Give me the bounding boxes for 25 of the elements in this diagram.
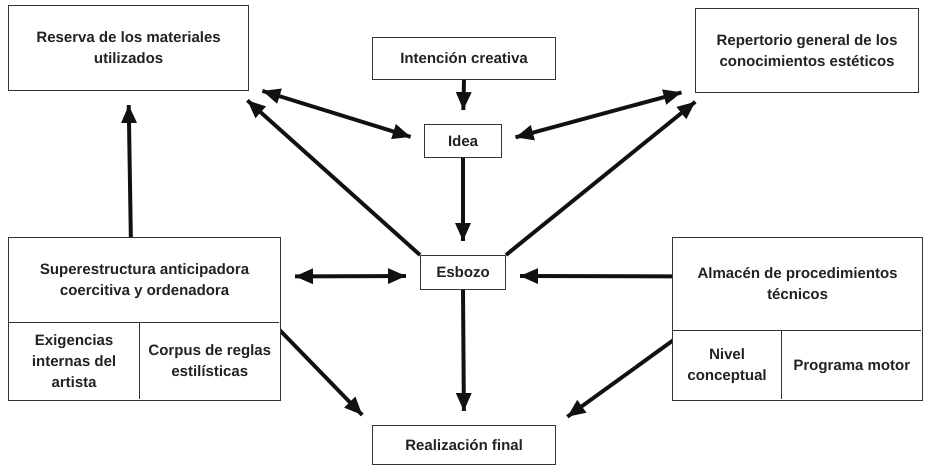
sub-box: Corpus de reglas estilísticas	[139, 322, 280, 400]
box-heading: Almacén de procedimientos técnicos	[696, 264, 899, 305]
sub-box: Nivel conceptual	[673, 330, 781, 400]
sub-box: Programa motor	[781, 330, 922, 400]
arrow	[246, 98, 422, 256]
process-box: Intención creativa	[372, 37, 556, 80]
process-box	[8, 237, 281, 401]
arrow	[520, 268, 672, 284]
sub-box: Exigencias internas del artista	[9, 322, 139, 400]
process-box: Realización final	[372, 425, 556, 465]
double-arrow	[262, 88, 412, 140]
process-box	[672, 237, 923, 401]
arrow	[455, 158, 471, 241]
process-box: Reserva de los materiales utilizados	[8, 5, 249, 91]
box-heading: Superestructura anticipadora coercitiva y ordenadora	[38, 260, 250, 301]
arrow	[456, 80, 472, 110]
double-arrow	[515, 89, 682, 140]
process-box: Idea	[424, 124, 502, 158]
arrow	[504, 100, 697, 257]
arrow	[566, 338, 674, 418]
arrow	[121, 104, 138, 238]
double-arrow	[295, 268, 406, 284]
process-box: Esbozo	[420, 255, 506, 290]
arrow	[456, 290, 472, 412]
process-box: Repertorio general de los conocimientos estéticos	[695, 8, 919, 93]
